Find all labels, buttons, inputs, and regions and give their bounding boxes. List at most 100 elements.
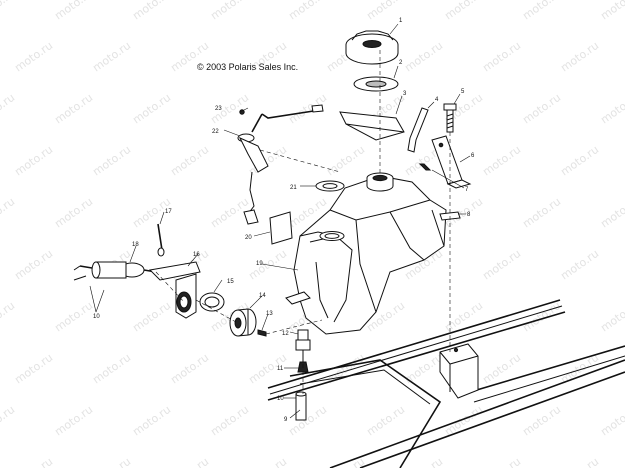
watermark-text: moto.ru: [168, 351, 211, 386]
watermark-text: moto.ru: [90, 455, 133, 468]
copyright-text: © 2003 Polaris Sales Inc.: [197, 62, 298, 72]
callout-17: 17: [165, 209, 172, 215]
watermark-text: moto.ru: [480, 351, 523, 386]
callout-4: 4: [435, 97, 439, 103]
watermark-text: moto.ru: [52, 403, 95, 438]
watermark-text: moto.ru: [168, 143, 211, 178]
watermark-text: moto.ru: [364, 403, 407, 438]
watermark-text: moto.ru: [0, 91, 17, 126]
watermark-text: moto.ru: [12, 247, 55, 282]
watermark-text: moto.ru: [90, 39, 133, 74]
watermark-text: moto.ru: [558, 247, 601, 282]
callout-10: 10: [277, 396, 284, 402]
watermark-text: moto.ru: [480, 143, 523, 178]
callout-18: 18: [132, 242, 139, 248]
watermark-text: moto.ru: [168, 455, 211, 468]
watermark-text: moto.ru: [402, 39, 445, 74]
watermark-text: moto.ru: [558, 455, 601, 468]
callout-1: 1: [399, 18, 403, 24]
watermark-text: moto.ru: [130, 299, 173, 334]
callout-2: 2: [399, 60, 403, 66]
callout-16: 16: [193, 252, 200, 258]
watermark-text: moto.ru: [598, 195, 625, 230]
watermark-text: moto.ru: [480, 247, 523, 282]
watermark-text: moto.ru: [286, 403, 329, 438]
watermark-text: moto.ru: [208, 0, 251, 22]
callout-13: 13: [266, 311, 273, 317]
mounting-bolt: [443, 103, 457, 133]
callout-6: 6: [471, 153, 475, 159]
cup-screw: [257, 329, 267, 337]
watermark-text: moto.ru: [442, 0, 485, 22]
callout-19: 19: [256, 261, 263, 267]
callout-3: 3: [403, 91, 407, 97]
sender-cup: [229, 308, 257, 337]
callout-14: 14: [259, 293, 266, 299]
watermark-text: moto.ru: [598, 299, 625, 334]
fuel-cap: [345, 30, 399, 65]
callout-9: 9: [284, 417, 288, 423]
tank-pad: [339, 111, 405, 141]
leader-lines: [89, 23, 471, 419]
watermark-text: moto.ru: [52, 91, 95, 126]
callout-10-filter: 10: [93, 314, 100, 320]
watermark-text: moto.ru: [90, 143, 133, 178]
watermark-text: moto.ru: [402, 455, 445, 468]
watermark-text: moto.ru: [208, 403, 251, 438]
bracket-screw: [418, 163, 432, 171]
callout-15: 15: [227, 279, 234, 285]
watermark-text: moto.ru: [12, 143, 55, 178]
watermark-text: moto.ru: [0, 195, 17, 230]
callout-21: 21: [290, 185, 297, 191]
watermark-text: moto.ru: [246, 455, 289, 468]
watermark-text: moto.ru: [598, 91, 625, 126]
callout-11: 11: [277, 366, 284, 372]
watermark-text: moto.ru: [12, 39, 55, 74]
vehicle-frame: [267, 299, 625, 468]
watermark-text: moto.ru: [0, 0, 17, 22]
vent-hose: [407, 107, 429, 153]
sender-grommet: [315, 180, 345, 192]
callout-8: 8: [467, 212, 471, 218]
watermark-text: moto.ru: [52, 299, 95, 334]
watermark-text: moto.ru: [52, 0, 95, 22]
watermark-text: moto.ru: [442, 403, 485, 438]
watermark-text: moto.ru: [520, 0, 563, 22]
watermark-text: moto.ru: [558, 351, 601, 386]
watermark-text: moto.ru: [598, 403, 625, 438]
pump-bracket: [148, 261, 201, 319]
watermark-text: moto.ru: [480, 39, 523, 74]
callout-5: 5: [461, 89, 465, 95]
callout-labels: 1 2 3 4 5 6 7 8 9 10 11 12 13 14 15 16 1…: [93, 18, 475, 423]
watermark-text: moto.ru: [130, 0, 173, 22]
warning-decal: [269, 211, 293, 245]
lock-ring: [199, 292, 225, 312]
callout-23: 23: [215, 106, 222, 112]
fuel-gauge-wire-assembly: [237, 104, 324, 225]
watermark-text: moto.ru: [520, 91, 563, 126]
watermark-text: moto.ru: [286, 0, 329, 22]
watermark-text: moto.ru: [558, 143, 601, 178]
watermark-text: moto.ru: [130, 403, 173, 438]
watermark-text: moto.ru: [558, 39, 601, 74]
watermark-text: moto.ru: [402, 351, 445, 386]
watermark-text: moto.ru: [52, 195, 95, 230]
watermark-text: moto.ru: [130, 91, 173, 126]
callout-12: 12: [282, 331, 289, 337]
watermark-text: moto.ru: [520, 195, 563, 230]
watermark-text: moto.ru: [12, 351, 55, 386]
fuel-line-clip: [157, 223, 165, 257]
tank-bracket: [431, 135, 472, 189]
watermark-text: moto.ru: [0, 403, 17, 438]
cap-gasket: [353, 76, 399, 92]
watermark-text: moto.ru: [598, 0, 625, 22]
watermark-text: moto.ru: [0, 299, 17, 334]
watermark-text: moto.ru: [480, 455, 523, 468]
fuel-filter: [73, 261, 157, 281]
callout-20: 20: [245, 235, 252, 241]
watermark-text: moto.ru: [324, 143, 367, 178]
watermark-text: moto.ru: [90, 351, 133, 386]
callout-7: 7: [465, 187, 469, 193]
callout-22: 22: [212, 129, 219, 135]
